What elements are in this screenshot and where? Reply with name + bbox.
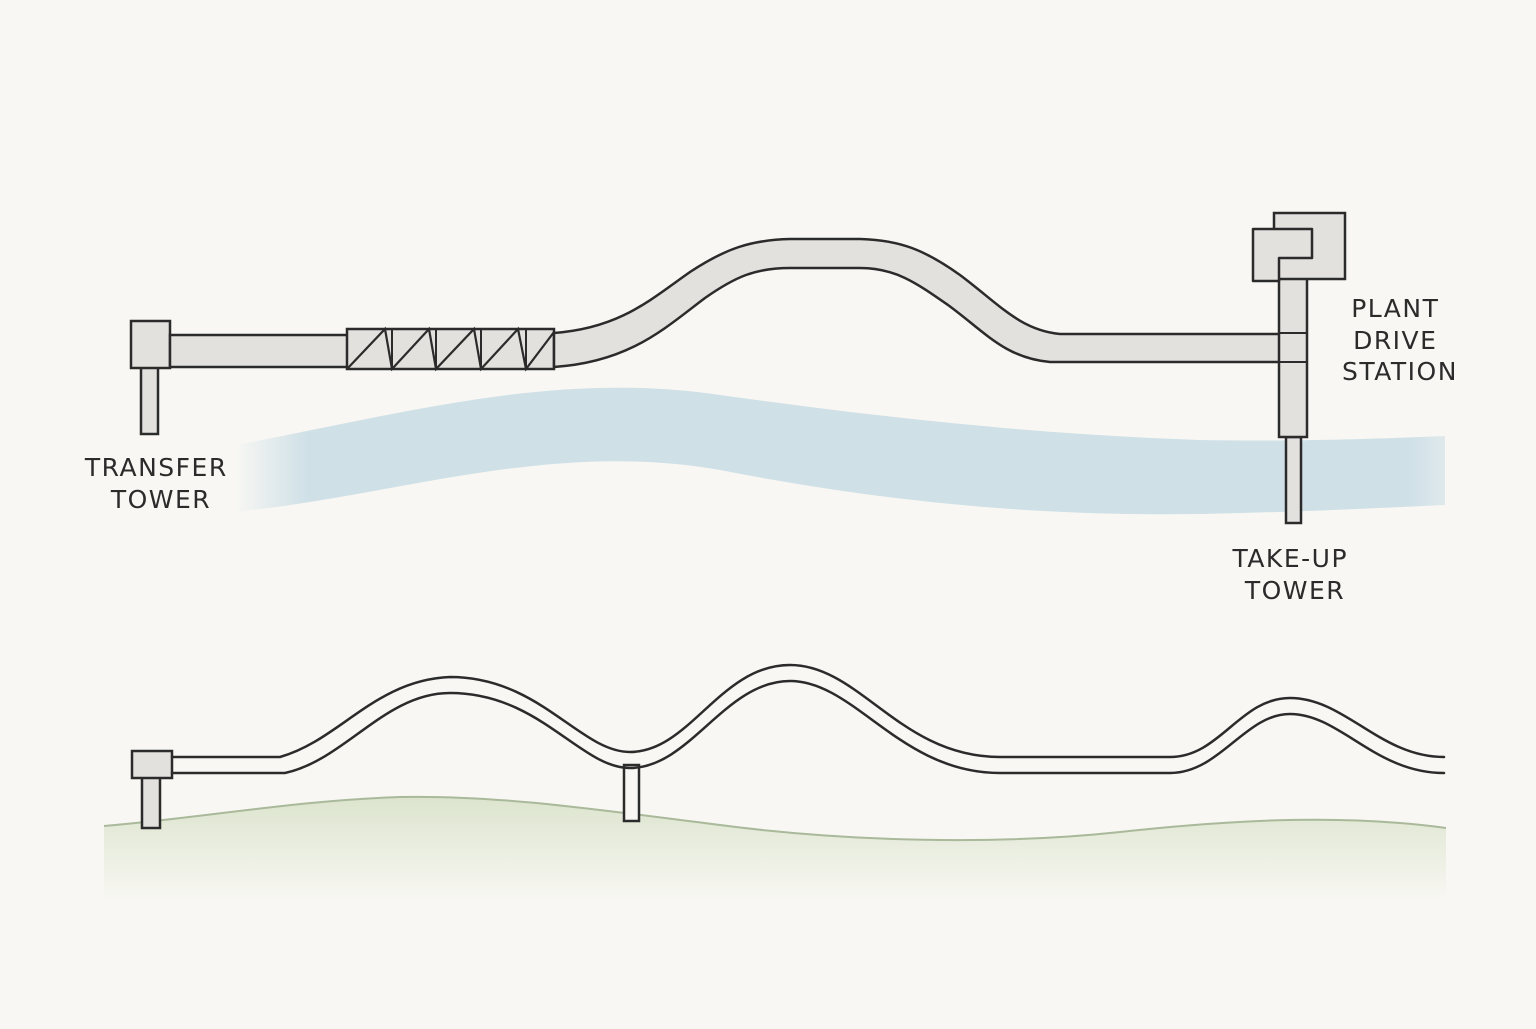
plant-drive-head-front (1251, 227, 1314, 283)
ground-line (103, 795, 1447, 842)
undulating-conveyor (170, 663, 1446, 775)
head-tower-box (130, 749, 174, 780)
truss-bridge (345, 326, 556, 372)
river (235, 387, 1445, 515)
take-up-tower-leg (1284, 435, 1303, 525)
transfer-tower-label: TRANSFER TOWER (84, 453, 237, 514)
transfer-tower-leg (139, 364, 160, 436)
transfer-tower-head (129, 319, 172, 370)
plant-drive-station-label: PLANT DRIVE STATION (1342, 294, 1458, 386)
support-leg (622, 763, 641, 823)
conveyor-curved-segment (552, 237, 1284, 369)
head-tower-leg (140, 774, 162, 830)
plant-drive-column (1277, 270, 1309, 439)
ground (104, 796, 1446, 900)
conveyor-straight-segment (168, 333, 350, 369)
take-up-tower-label: TAKE-UP TOWER (1232, 544, 1358, 605)
